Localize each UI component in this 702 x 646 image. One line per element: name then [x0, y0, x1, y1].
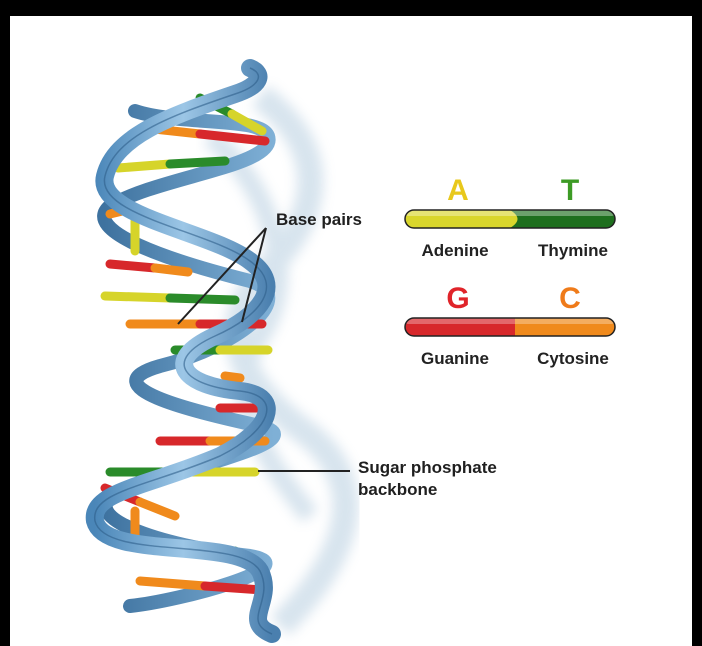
base-pair	[105, 296, 235, 300]
backbone-label-line2: backbone	[358, 480, 437, 500]
guanine-name: Guanine	[400, 349, 510, 369]
thymine-letter: T	[550, 174, 590, 208]
legend-bar-gc	[405, 318, 615, 336]
backbone-label-line1: Sugar phosphate	[358, 458, 497, 478]
cytosine-letter: C	[550, 282, 590, 316]
adenine-name: Adenine	[400, 241, 510, 261]
dna-helix-illustration	[10, 16, 692, 646]
base-pairs-label: Base pairs	[276, 210, 362, 230]
legend-bar-at	[405, 210, 615, 228]
guanine-letter: G	[438, 282, 478, 316]
base-pair	[225, 376, 240, 378]
thymine-name: Thymine	[518, 241, 628, 261]
dna-diagram: Base pairs Sugar phosphate backbone A T …	[10, 16, 692, 646]
adenine-letter: A	[438, 174, 478, 208]
cytosine-name: Cytosine	[518, 349, 628, 369]
